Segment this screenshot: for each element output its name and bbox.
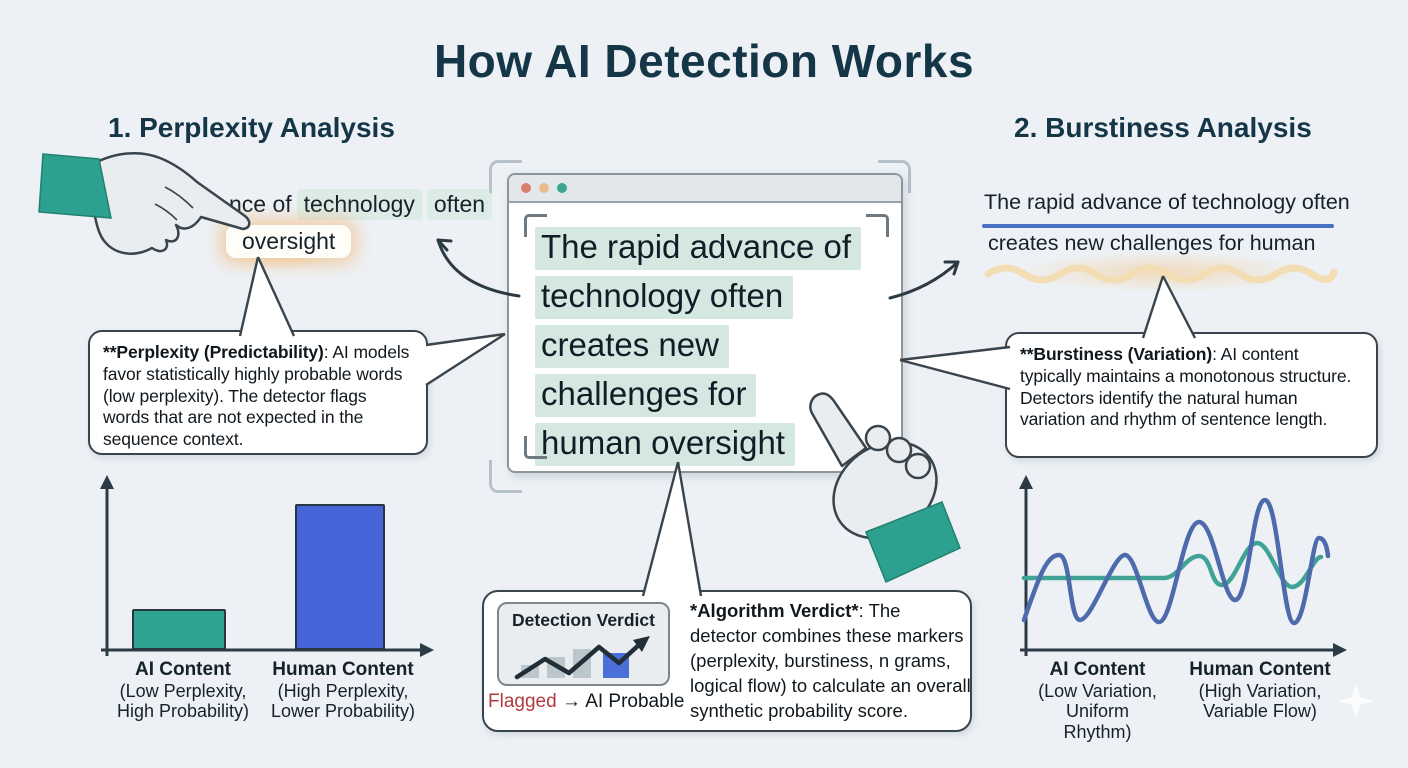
scan-bracket-inner-tr (866, 214, 889, 237)
perplexity-explanation-text: **Perplexity (Predictability): AI models… (103, 342, 410, 450)
wave-label-human: Human Content (High Variation, Variable … (1189, 659, 1331, 721)
algorithm-verdict-text: *Algorithm Verdict*: The detector combin… (690, 600, 971, 721)
pointing-hand-center-icon (809, 392, 961, 584)
scan-bracket-outer-tl (489, 160, 522, 193)
straight-underline (982, 224, 1334, 228)
highlighted-word-often: often (426, 189, 493, 220)
pointing-hand-left-icon (38, 152, 251, 255)
perplexity-sample-line: nce of technology often (229, 189, 493, 220)
window-dot-yellow (539, 183, 549, 193)
flagged-label: Flagged (488, 691, 557, 712)
page-title: How AI Detection Works (433, 35, 975, 87)
bar-label-ai: AI Content (Low Perplexity, High Probabi… (116, 659, 250, 721)
burstiness-explanation-bubble: **Burstiness (Variation): AI content typ… (1005, 332, 1378, 458)
analyzed-line: The rapid advance of (535, 227, 862, 270)
bar-chart-axes (100, 475, 434, 657)
sparkle-icon (1339, 684, 1373, 718)
section-title-burstiness: 2. Burstiness Analysis (1014, 112, 1312, 143)
analyzed-line: technology often (535, 276, 794, 319)
verdict-result: AI Probable (585, 691, 685, 712)
scan-bracket-inner-tl (524, 214, 547, 237)
burstiness-sample-line2: creates new challenges for human (988, 231, 1316, 255)
burstiness-sample-line1: The rapid advance of technology often (984, 190, 1350, 214)
bar-ai-content (132, 609, 226, 650)
scan-bracket-inner-bl (524, 436, 547, 459)
section-title-perplexity: 1. Perplexity Analysis (108, 112, 395, 143)
verdict-result-line: Flagged → AI Probable (488, 691, 684, 713)
analyzed-line: human oversight (535, 423, 795, 466)
scan-bracket-outer-tr (878, 160, 911, 193)
window-dot-green (557, 183, 567, 193)
perplexity-explanation-bubble: **Perplexity (Predictability): AI models… (88, 330, 428, 455)
flagged-word-oversight: oversight (226, 225, 352, 258)
analyzed-text-block: The rapid advance of technology often cr… (535, 227, 862, 472)
scan-bracket-outer-bl (489, 460, 522, 493)
window-dot-red (521, 183, 531, 193)
wave-label-ai: AI Content (Low Variation, Uniform Rhyth… (1038, 659, 1157, 742)
wave-chart (1019, 475, 1347, 657)
tail-perplexity-right (425, 332, 506, 387)
wave-human-content (1021, 497, 1331, 626)
tail-verdict-up (641, 461, 703, 597)
wave-ai-content (1021, 540, 1324, 590)
analyzed-line: challenges for (535, 374, 757, 417)
bar-human-content (295, 504, 385, 650)
wavy-underline (984, 264, 1338, 284)
browser-titlebar (509, 175, 901, 203)
trend-chart-icon (514, 636, 650, 680)
browser-window: The rapid advance of technology often cr… (507, 173, 903, 473)
arrow-glyph: → (561, 691, 581, 712)
analyzed-line: creates new (535, 325, 729, 368)
burstiness-line-chart (1014, 470, 1354, 667)
detection-verdict-box: Detection Verdict (497, 602, 670, 686)
perplexity-bar-chart (95, 470, 440, 662)
bar-label-human: Human Content (High Perplexity, Lower Pr… (270, 659, 416, 721)
burstiness-explanation-text: **Burstiness (Variation): AI content typ… (1020, 344, 1352, 430)
highlighted-word-technology: technology (296, 189, 422, 220)
detection-verdict-title: Detection Verdict (512, 610, 655, 630)
